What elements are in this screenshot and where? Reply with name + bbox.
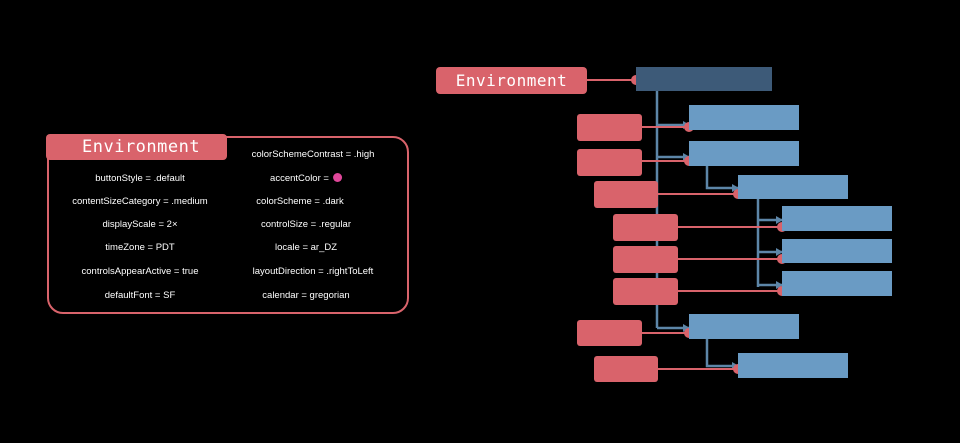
property-color-scheme-contrast: colorSchemeContrast = .high (251, 149, 375, 160)
property-layout-direction: layoutDirection = .rightToLeft (252, 266, 374, 277)
property-display-scale: displayScale = 2× (102, 219, 178, 230)
property-color-scheme: colorScheme = .dark (256, 196, 344, 207)
property-accent-color: accentColor = (270, 173, 342, 184)
environment-panel (47, 136, 409, 314)
tree-environment-title: Environment (436, 67, 587, 94)
modifier-box-5 (613, 246, 678, 273)
branch-to-view-3 (705, 166, 739, 192)
property-button-style: buttonStyle = .default (95, 173, 185, 184)
view-box-3 (738, 175, 848, 199)
modifier-box-7 (577, 320, 642, 346)
view-box-7 (689, 314, 799, 339)
property-control-size: controlSize = .regular (260, 219, 352, 230)
accent-color-swatch-icon (332, 173, 342, 182)
modifier-box-4 (613, 214, 678, 241)
property-accent-color-label: accentColor = (270, 173, 329, 184)
property-content-size-category: contentSizeCategory = .medium (72, 196, 208, 207)
view-box-8 (738, 353, 848, 378)
view-box-2 (689, 141, 799, 166)
property-controls-appear-active: controlsAppearActive = true (81, 266, 199, 277)
property-calendar: calendar = gregorian (262, 290, 350, 301)
modifier-box-1 (577, 114, 642, 141)
view-box-1 (689, 105, 799, 130)
view-boxes (636, 67, 892, 378)
view-box-5 (782, 239, 892, 263)
modifier-box-8 (594, 356, 658, 382)
branch-to-view-8 (705, 339, 739, 370)
property-default-font: defaultFont = SF (104, 290, 176, 301)
environment-panel-title: Environment (46, 134, 227, 160)
root-view-box (636, 67, 772, 91)
modifier-box-2 (577, 149, 642, 176)
view-box-6 (782, 271, 892, 296)
modifier-boxes (577, 114, 678, 382)
modifier-box-3 (594, 181, 658, 208)
view-box-4 (782, 206, 892, 231)
property-time-zone: timeZone = PDT (105, 242, 175, 253)
modifier-box-6 (613, 278, 678, 305)
property-locale: locale = ar_DZ (274, 242, 338, 253)
